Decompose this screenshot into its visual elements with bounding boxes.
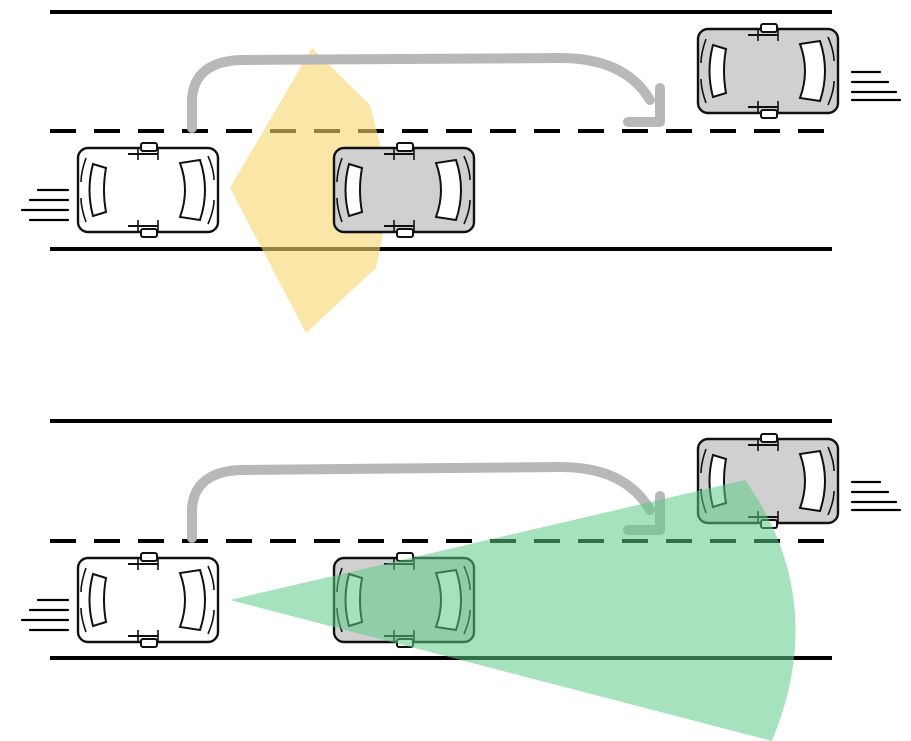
passed-car-gray (696, 22, 840, 120)
speed-lines-icon (20, 598, 70, 632)
speed-lines-icon (20, 188, 70, 222)
ego-car-white (76, 551, 220, 649)
lead-car-gray (332, 141, 476, 239)
speed-lines-icon (850, 480, 902, 512)
bottom-scene (20, 419, 902, 741)
overtake-arrow-head (623, 83, 665, 127)
ego-car-white (76, 141, 220, 239)
green-sensor-cone (230, 480, 796, 741)
yellow-sensor-zone (230, 48, 392, 333)
overtake-arrow (187, 462, 655, 543)
overtake-arrow (187, 53, 655, 133)
speed-lines-icon (850, 70, 902, 102)
top-scene (20, 10, 902, 333)
